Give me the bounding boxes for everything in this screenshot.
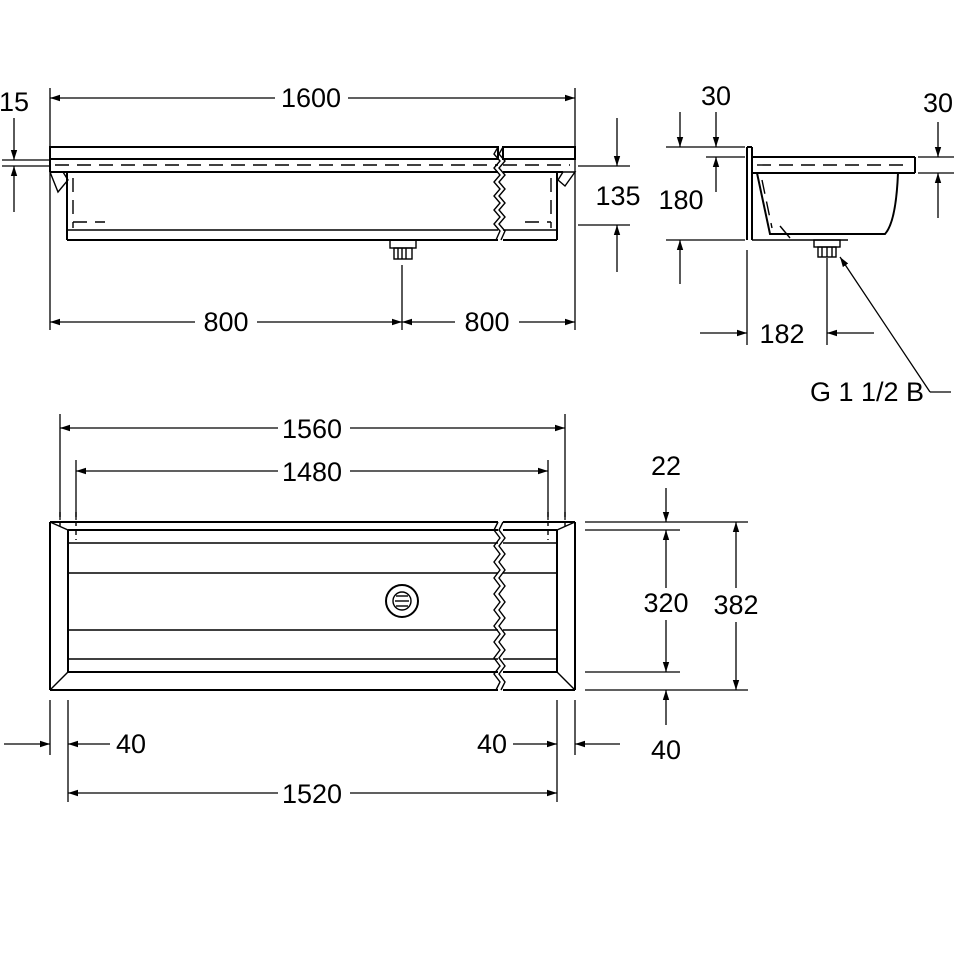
dim-margin-right: 40 [477, 729, 507, 759]
front-view: 1600 15 [0, 83, 641, 337]
drain-outlet-front [389, 239, 417, 260]
dim-back-rim: 22 [651, 451, 681, 481]
dim-rim-left: 30 [701, 81, 731, 111]
dim-margin-left: 40 [116, 729, 146, 759]
dim-inner-depth: 320 [643, 588, 688, 618]
dim-rim-thickness: 15 [0, 87, 29, 117]
dim-inner-bottom: 1520 [282, 779, 342, 809]
dim-total-length: 1600 [281, 83, 341, 113]
dim-inner-width: 1480 [282, 457, 342, 487]
drain-top [385, 584, 419, 618]
drain-outlet-side [813, 239, 841, 258]
dim-half-right: 800 [464, 307, 509, 337]
dim-depth: 135 [595, 181, 640, 211]
dim-half-left: 800 [203, 307, 248, 337]
dim-outlet-offset: 182 [759, 319, 804, 349]
dim-height: 180 [658, 185, 703, 215]
dim-total-depth: 382 [713, 590, 758, 620]
outlet-thread-label: G 1 1/2 B [810, 377, 924, 407]
side-view: 30 180 30 182 G 1 1/2 B [658, 81, 954, 407]
dim-front-rim: 40 [651, 735, 681, 765]
dim-rim-right: 30 [923, 88, 953, 118]
dim-outer-width: 1560 [282, 414, 342, 444]
top-view: 1560 1480 [4, 414, 759, 809]
